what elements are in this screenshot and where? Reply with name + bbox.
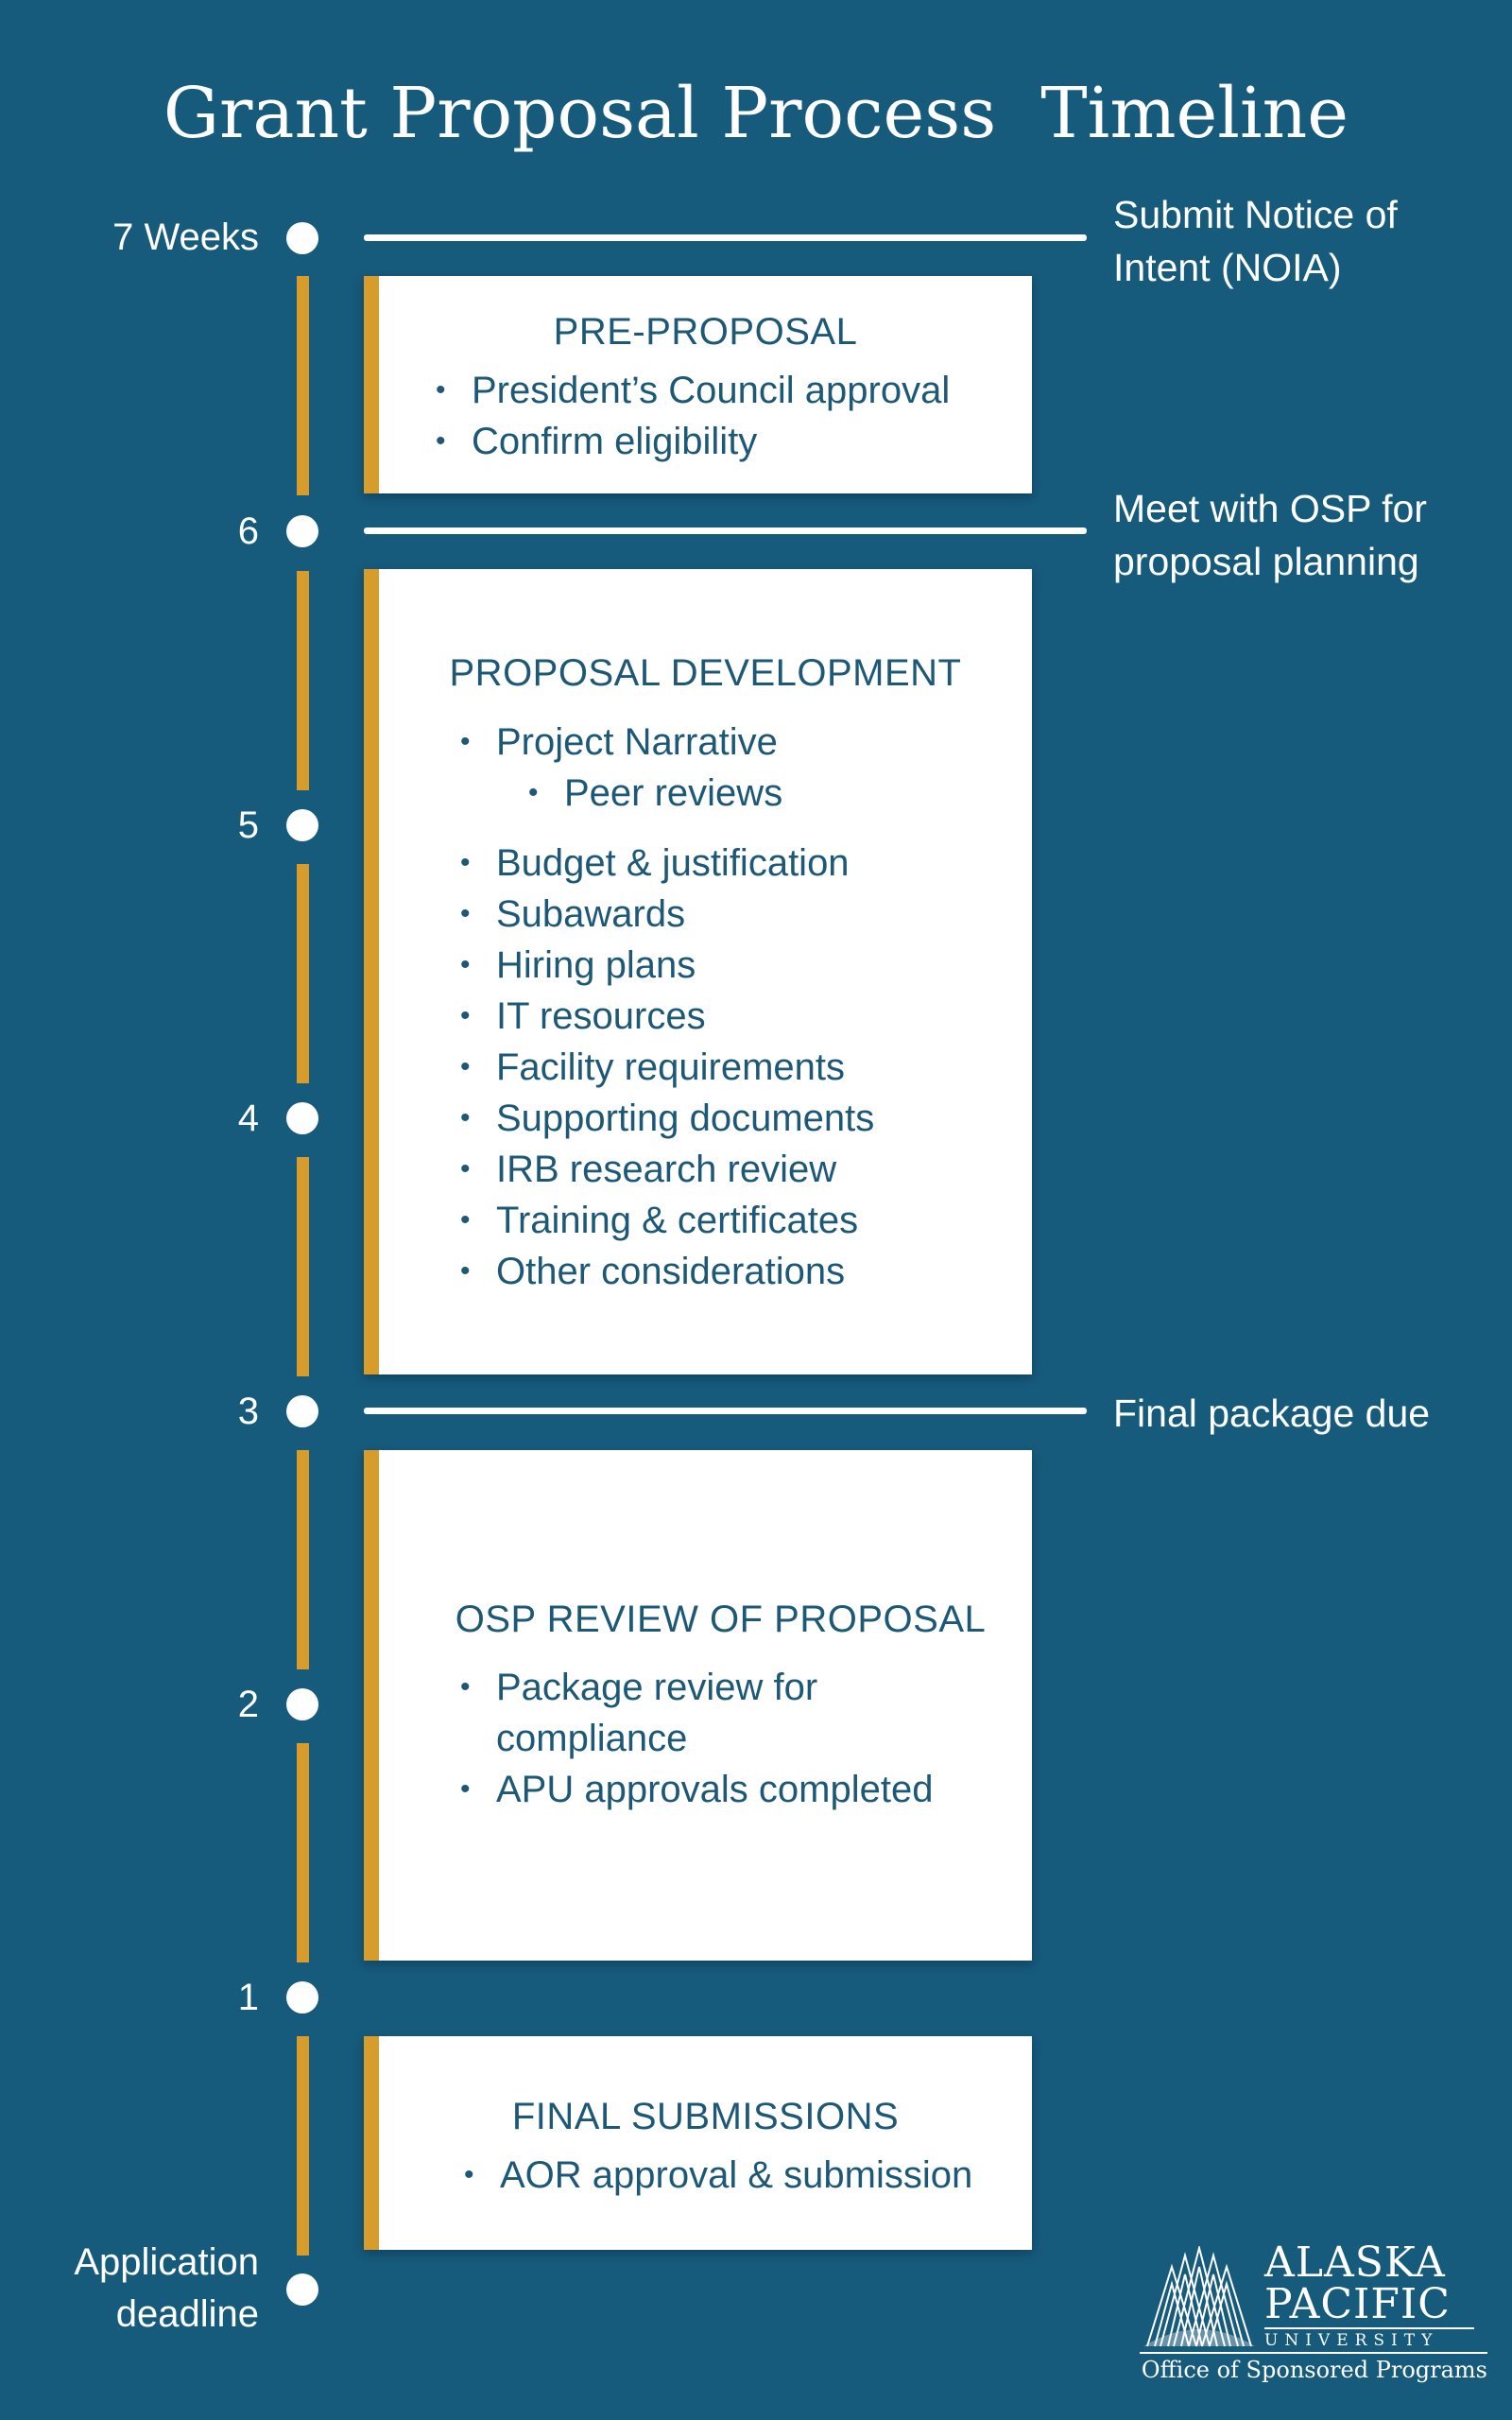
week-2-label: 2 [237,1684,259,1725]
osp-review-card: OSP REVIEW OF PROPOSAL Package review fo… [364,1450,1032,1961]
milestone-final-package: Final package due [1113,1392,1431,1435]
timeline-spine-segment [297,864,309,1083]
week-3-dot [286,1395,318,1427]
milestone-line-osp-meeting [364,527,1087,534]
list-item: AOR approval & submission [464,2150,972,2201]
logo-name: ALASKA PACIFIC [1264,2242,1451,2325]
week-4-dot [286,1102,318,1134]
week-2-dot [286,1688,318,1720]
week-5-label: 5 [237,804,259,846]
timeline-spine-segment [297,571,309,790]
logo-line-2: PACIFIC [1264,2280,1451,2328]
list-item: Hiring plans [460,940,874,991]
milestone-osp-meeting: Meet with OSP for proposal planning [1113,487,1427,583]
card-heading: PROPOSAL DEVELOPMENT [449,652,962,694]
deadline-dot [286,2273,318,2306]
proposal-development-card: PROPOSAL DEVELOPMENT Project Narrative P… [364,569,1032,1374]
list-item: Subawards [460,889,874,940]
list-item: Other considerations [460,1246,874,1297]
timeline-spine-segment [297,276,309,495]
card-list: AOR approval & submission [464,2150,972,2201]
week-5-dot [286,809,318,841]
week-1-label: 1 [237,1977,259,2018]
list-item: Package review for compliance [460,1662,933,1764]
milestone-line-final-package [364,1408,1087,1414]
list-item: APU approvals completed [460,1764,933,1815]
card-heading: OSP REVIEW OF PROPOSAL [455,1599,987,1640]
week-1-dot [286,1981,318,2014]
list-item: Facility requirements [460,1042,874,1093]
card-list: President’s Council approval Confirm eli… [436,365,950,467]
week-4-label: 4 [237,1098,259,1139]
list-item: Project Narrative [460,717,874,768]
week-6-label: 6 [237,510,259,552]
deadline-label: Application deadline [74,2241,259,2335]
week-3-label: 3 [237,1391,259,1432]
list-item-sub: Peer reviews [460,768,874,819]
timeline-spine-segment [297,1157,309,1376]
card-heading: PRE-PROPOSAL [553,311,858,353]
card-list: Project Narrative Peer reviews Budget & … [460,717,874,1297]
timeline-spine-segment [297,1450,309,1669]
timeline-spine-segment [297,2036,309,2256]
list-item: Training & certificates [460,1195,874,1246]
alaska-pacific-logo: ALASKA PACIFIC UNIVERSITY Office of Spon… [1140,2242,1487,2384]
timeline-spine-segment [297,1743,309,1962]
card-list: Package review for compliance APU approv… [460,1662,933,1815]
milestone-noia: Submit Notice of Intent (NOIA) [1113,193,1398,289]
card-heading: FINAL SUBMISSIONS [511,2096,900,2137]
logo-office: Office of Sponsored Programs [1140,2352,1487,2384]
week-6-dot [286,515,318,547]
list-item: Supporting documents [460,1093,874,1144]
page-title: Grant Proposal Process Timeline [163,73,1349,154]
list-item: Budget & justification [460,838,874,889]
list-item: IT resources [460,991,874,1042]
list-item: IRB research review [460,1144,874,1195]
logo-university: UNIVERSITY [1264,2327,1474,2350]
milestone-line-noia [364,234,1087,241]
list-item: Confirm eligibility [436,416,950,467]
pre-proposal-card: PRE-PROPOSAL President’s Council approva… [364,276,1032,493]
week-7-dot [286,222,318,254]
logo-line-1: ALASKA [1264,2238,1446,2287]
mountain-fan-icon [1143,2246,1255,2347]
week-7-label: 7 Weeks [112,216,259,258]
list-item: President’s Council approval [436,365,950,416]
final-submissions-card: FINAL SUBMISSIONS AOR approval & submiss… [364,2036,1032,2250]
